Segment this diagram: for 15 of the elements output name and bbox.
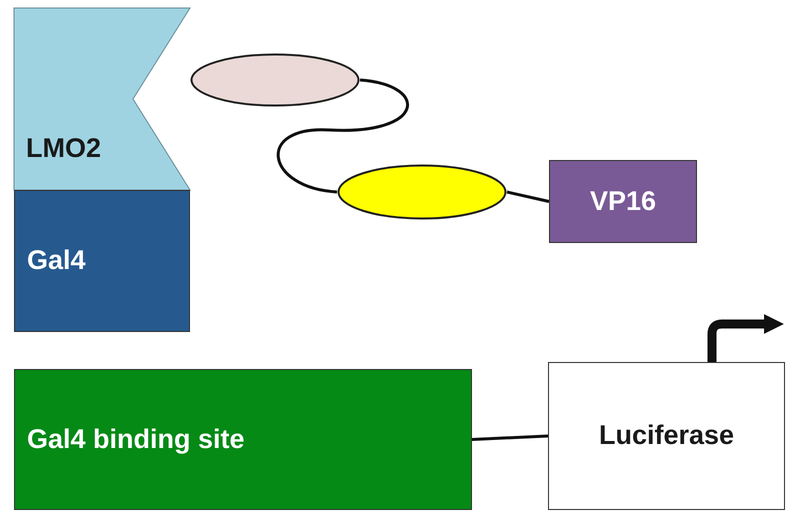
linker-line bbox=[506, 190, 550, 203]
protein-label: Gal4 bbox=[27, 244, 86, 278]
dna-region-box bbox=[14, 369, 472, 510]
protein-label: VP16 bbox=[590, 184, 656, 218]
protein-ellipse bbox=[337, 164, 507, 220]
protein-shape bbox=[14, 8, 190, 190]
protein-ellipse bbox=[190, 53, 360, 107]
dna-region-box bbox=[548, 362, 785, 510]
linker-line bbox=[277, 78, 409, 194]
protein-box bbox=[14, 190, 190, 332]
linker-line bbox=[472, 434, 548, 441]
protein-label: Gal4 binding site bbox=[27, 422, 245, 456]
protein-label: Luciferase bbox=[598, 419, 734, 452]
protein-label: LMO2 bbox=[26, 132, 102, 165]
protein-box bbox=[549, 160, 697, 243]
